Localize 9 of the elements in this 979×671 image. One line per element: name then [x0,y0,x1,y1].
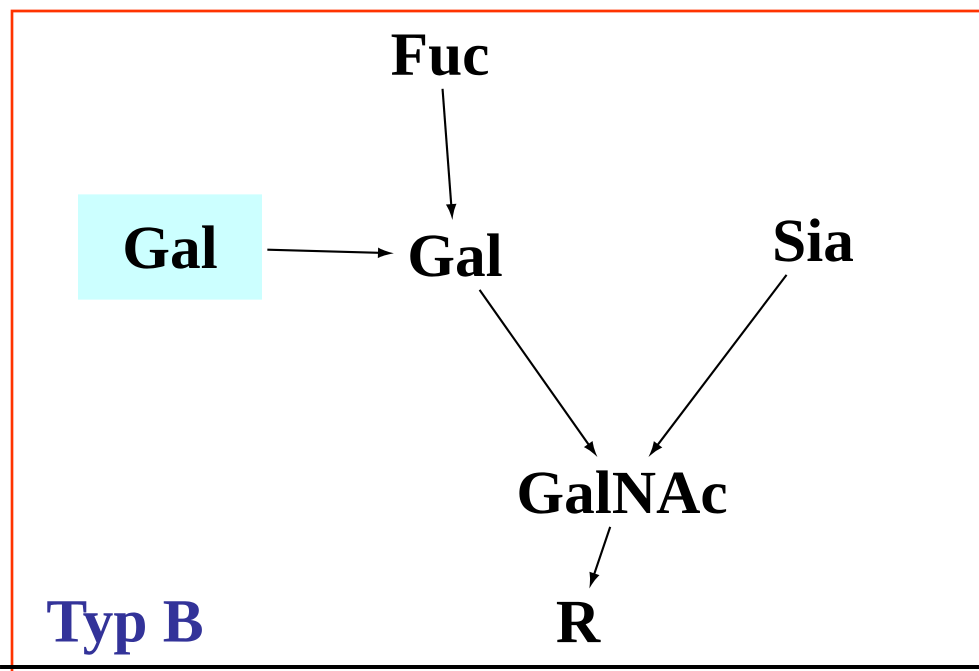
sugar-label: R [556,602,601,642]
sugar-label: GalNAc [519,470,726,514]
arrow [650,274,788,454]
sugar-label: Gal [410,233,502,277]
highlight-box: Gal [78,194,262,300]
type-label: Typ B [47,601,202,655]
sugar-label: Sia [775,218,853,262]
arrow [478,289,596,454]
sugar-label: Fuc [392,34,488,76]
